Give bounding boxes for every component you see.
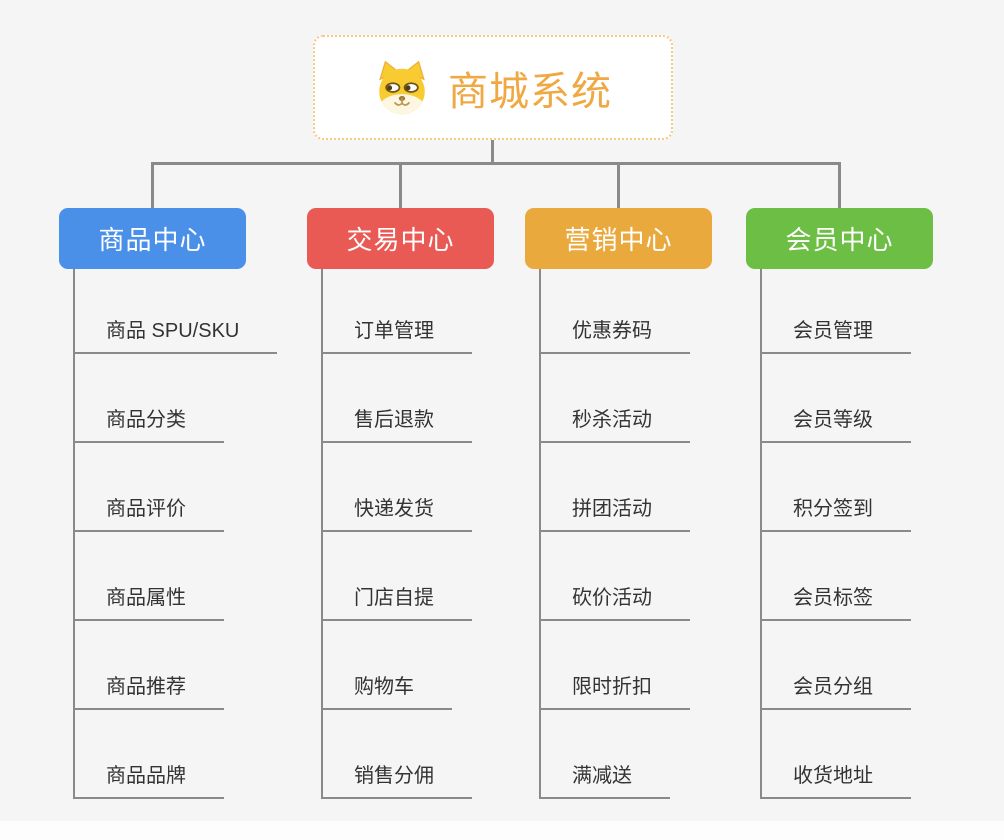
subtopic[interactable]: 砍价活动 xyxy=(541,532,765,621)
subtopic-label: 秒杀活动 xyxy=(541,403,690,443)
subtopic[interactable]: 满减送 xyxy=(541,710,765,799)
branch-column: 商品中心商品 SPU/SKU 商品分类商品评价商品属性商品推荐商品品牌 xyxy=(59,208,299,799)
subtopic-label: 商品推荐 xyxy=(75,670,224,710)
subtopic-label: 销售分佣 xyxy=(323,759,472,799)
subtopic[interactable]: 商品品牌 xyxy=(75,710,299,799)
subtopic-label: 积分签到 xyxy=(762,492,911,532)
subtopic-label: 收货地址 xyxy=(762,759,911,799)
subtopic-label: 会员管理 xyxy=(762,314,911,354)
root-topic[interactable]: 商城系统 xyxy=(313,35,673,140)
subtopic[interactable]: 优惠券码 xyxy=(541,269,765,354)
subtopic[interactable]: 售后退款 xyxy=(323,354,547,443)
subtopic-label: 快递发货 xyxy=(323,492,472,532)
connector-branch-drop xyxy=(617,162,620,210)
connector-branch-drop xyxy=(838,162,841,210)
subtopic-list: 会员管理会员等级积分签到会员标签会员分组收货地址 xyxy=(760,269,986,799)
subtopic[interactable]: 购物车 xyxy=(323,621,547,710)
subtopic[interactable]: 会员标签 xyxy=(762,532,986,621)
subtopic-label: 购物车 xyxy=(323,670,452,710)
subtopic[interactable]: 限时折扣 xyxy=(541,621,765,710)
subtopic[interactable]: 商品分类 xyxy=(75,354,299,443)
branch-column: 会员中心会员管理会员等级积分签到会员标签会员分组收货地址 xyxy=(746,208,986,799)
subtopic[interactable]: 订单管理 xyxy=(323,269,547,354)
subtopic-label: 商品 SPU/SKU xyxy=(75,314,278,354)
subtopic[interactable]: 会员等级 xyxy=(762,354,986,443)
branch-header-1[interactable]: 商品中心 xyxy=(59,208,246,269)
subtopic[interactable]: 拼团活动 xyxy=(541,443,765,532)
subtopic-label: 会员标签 xyxy=(762,581,911,621)
subtopic[interactable]: 销售分佣 xyxy=(323,710,547,799)
root-title: 商城系统 xyxy=(448,69,612,114)
branch-header-3[interactable]: 营销中心 xyxy=(525,208,712,269)
subtopic[interactable]: 商品 SPU/SKU xyxy=(75,269,299,354)
subtopic-label: 商品评价 xyxy=(75,492,224,532)
subtopic-label: 会员分组 xyxy=(762,670,911,710)
subtopic[interactable]: 会员管理 xyxy=(762,269,986,354)
subtopic-label: 砍价活动 xyxy=(541,581,690,621)
subtopic-list: 订单管理售后退款快递发货门店自提购物车销售分佣 xyxy=(321,269,547,799)
subtopic[interactable]: 积分签到 xyxy=(762,443,986,532)
subtopic-label: 限时折扣 xyxy=(541,670,690,710)
subtopic[interactable]: 商品评价 xyxy=(75,443,299,532)
subtopic-label: 门店自提 xyxy=(323,581,472,621)
branch-column: 交易中心订单管理售后退款快递发货门店自提购物车销售分佣 xyxy=(307,208,547,799)
subtopic-label: 商品品牌 xyxy=(75,759,224,799)
subtopic[interactable]: 商品属性 xyxy=(75,532,299,621)
connector-bus xyxy=(151,162,840,165)
subtopic-label: 售后退款 xyxy=(323,403,472,443)
branch-column: 营销中心优惠券码秒杀活动拼团活动砍价活动限时折扣满减送 xyxy=(525,208,765,799)
connector-root-drop xyxy=(491,140,494,165)
subtopic[interactable]: 秒杀活动 xyxy=(541,354,765,443)
connector-branch-drop xyxy=(151,162,154,210)
subtopic-list: 商品 SPU/SKU 商品分类商品评价商品属性商品推荐商品品牌 xyxy=(73,269,299,799)
connector-branch-drop xyxy=(399,162,402,210)
subtopic-label: 商品属性 xyxy=(75,581,224,621)
subtopic[interactable]: 快递发货 xyxy=(323,443,547,532)
subtopic-list: 优惠券码秒杀活动拼团活动砍价活动限时折扣满减送 xyxy=(539,269,765,799)
subtopic[interactable]: 收货地址 xyxy=(762,710,986,799)
subtopic-label: 会员等级 xyxy=(762,403,911,443)
subtopic-label: 满减送 xyxy=(541,759,670,799)
branch-header-2[interactable]: 交易中心 xyxy=(307,208,494,269)
branch-header-4[interactable]: 会员中心 xyxy=(746,208,933,269)
subtopic-label: 订单管理 xyxy=(323,314,472,354)
subtopic[interactable]: 商品推荐 xyxy=(75,621,299,710)
subtopic-label: 商品分类 xyxy=(75,403,224,443)
subtopic[interactable]: 会员分组 xyxy=(762,621,986,710)
subtopic[interactable]: 门店自提 xyxy=(323,532,547,621)
subtopic-label: 优惠券码 xyxy=(541,314,690,354)
doge-icon xyxy=(379,60,425,114)
canvas-bottom-edge xyxy=(0,821,1004,840)
subtopic-label: 拼团活动 xyxy=(541,492,690,532)
